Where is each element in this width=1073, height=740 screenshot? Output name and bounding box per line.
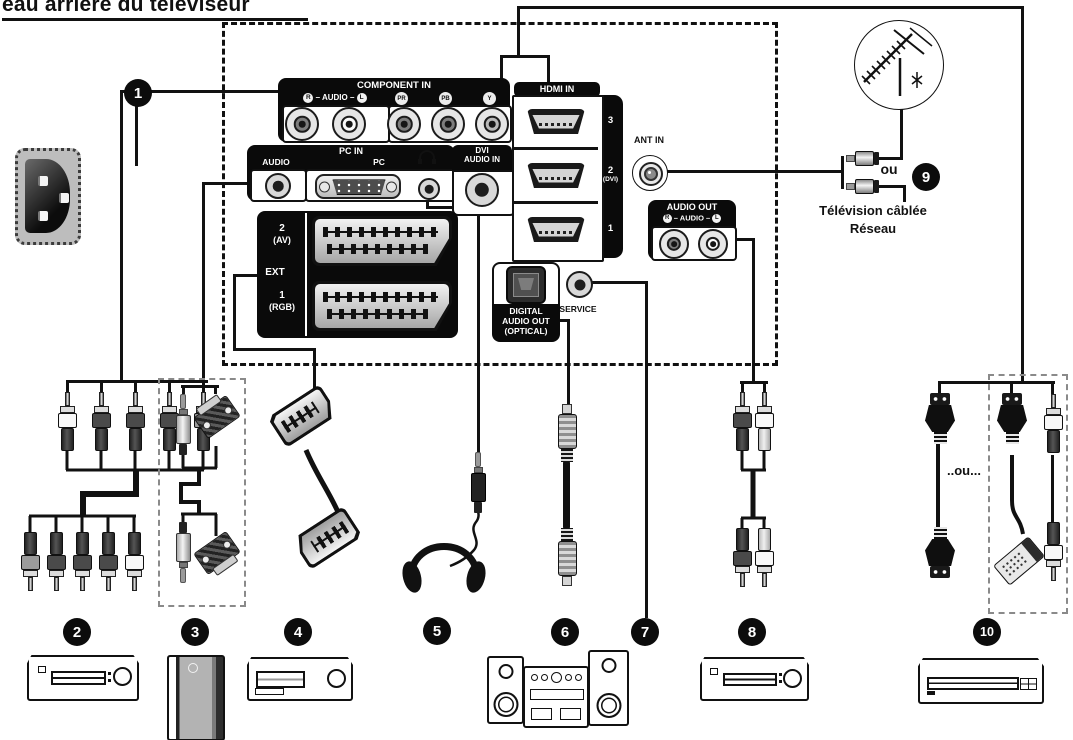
dvi-audio-in-jack: [465, 173, 499, 207]
callout-10: 10: [973, 618, 1001, 646]
ext1-sub: (RGB): [269, 302, 295, 312]
pc-in-label: PC IN: [338, 146, 363, 156]
ext2-sub: (AV): [273, 235, 291, 245]
callout-5: 5: [423, 617, 451, 645]
audio-out-l-jack: [698, 229, 728, 259]
hdmi-3-label: 3: [607, 115, 614, 126]
r-circle-label: R: [303, 93, 314, 103]
pc-audio-label: AUDIO: [262, 157, 290, 167]
component-y-jack: [475, 107, 509, 141]
component-audio-l-jack: [332, 107, 366, 141]
hdmi-port-3: [527, 109, 585, 134]
callout-6: 6: [551, 618, 579, 646]
hdmi-or-label: ..ou...: [947, 463, 981, 478]
pc-audio-jack: [265, 173, 291, 199]
dvd-player-icon-2: [27, 655, 139, 701]
component-audio-r-jack: [285, 107, 319, 141]
optical-connector: [506, 266, 546, 304]
cable-tv-caption-line2: Réseau: [849, 221, 897, 236]
digital-label-line1: DIGITAL: [509, 306, 543, 316]
ext1-num: 1: [279, 290, 285, 301]
vcr-icon: [247, 657, 353, 701]
scart-2-av-connector: [312, 216, 452, 266]
speaker-right-icon: [588, 650, 629, 726]
audio-out-rl-row: R – AUDIO – L: [648, 214, 736, 223]
pc-cable-option-box: [158, 378, 246, 607]
speaker-left-icon: [487, 656, 524, 724]
digital-label-line3: (OPTICAL): [504, 326, 548, 336]
callout-8: 8: [738, 618, 766, 646]
dvi-label-line1: DVI: [475, 146, 489, 155]
callout-2: 2: [63, 618, 91, 646]
headphone-jack: [418, 178, 440, 200]
service-jack: [566, 271, 593, 298]
component-in-label: COMPONENT IN: [357, 80, 431, 91]
l-circle-label: L: [356, 93, 367, 103]
power-inlet: [15, 148, 81, 245]
component-pr-jack: [387, 107, 421, 141]
audio-out-audio-label: – AUDIO –: [673, 213, 711, 223]
component-audio-row: R – AUDIO – L: [283, 93, 387, 103]
hdmi-2-dvi-label: (DVI): [602, 176, 619, 183]
service-label: SERVICE: [559, 304, 597, 314]
digital-label-line2: AUDIO OUT: [502, 316, 550, 326]
hdmi-1-label: 1: [607, 223, 614, 234]
hdmi-port-2-dvi: [527, 163, 585, 188]
dvi-cable-option-box: [988, 374, 1068, 614]
ext-label: EXT: [265, 267, 285, 278]
antenna-icon: [861, 27, 933, 96]
callout-3: 3: [181, 618, 209, 646]
audio-out-l-circle: L: [712, 214, 722, 223]
callout-1: 1: [124, 79, 152, 107]
antenna-coax-plug: [846, 151, 879, 166]
pb-jack-label: PB: [439, 92, 452, 105]
cable-tv-caption-line1: Télévision câblée: [819, 203, 927, 218]
headphone-icon: [418, 150, 436, 164]
cable-tv-coax-plug: [846, 179, 879, 194]
hdmi-2-label: 2: [607, 165, 614, 176]
dvd-player-icon-8: [700, 657, 809, 701]
callout-9: 9: [912, 163, 940, 191]
pc-tower-icon: [167, 655, 225, 740]
hdmi-in-label: HDMI IN: [539, 84, 575, 94]
callout-4: 4: [284, 618, 312, 646]
audio-out-r-jack: [659, 229, 689, 259]
antenna-or-label: ou: [880, 161, 898, 177]
page-title: eau arrière du téléviseur: [2, 0, 308, 21]
scart-1-rgb-connector: [312, 281, 452, 331]
ext2-num: 2: [279, 223, 285, 234]
audio-out-r-circle: R: [662, 214, 672, 223]
component-audio-label: – AUDIO –: [315, 93, 355, 103]
tv-panel-outline: [222, 22, 778, 366]
y-jack-label: Y: [483, 92, 496, 105]
optical-cable-plug-top: [557, 404, 577, 462]
ant-in-label: ANT IN: [634, 135, 664, 145]
pc-vga-label: PC: [373, 157, 385, 167]
optical-cable-plug-bottom: [557, 528, 577, 586]
component-pb-jack: [431, 107, 465, 141]
dvd-player-icon-10: [918, 658, 1044, 704]
hdmi-port-1: [527, 217, 585, 242]
headphones-illustration: [402, 543, 486, 593]
dvi-label-line2: AUDIO IN: [464, 155, 500, 164]
vga-connector: [315, 174, 401, 199]
audio-system-icon: [523, 666, 589, 728]
callout-7: 7: [631, 618, 659, 646]
headphone-plug: [470, 452, 486, 513]
pr-jack-label: PR: [395, 92, 408, 105]
audio-out-label: AUDIO OUT: [666, 202, 718, 212]
